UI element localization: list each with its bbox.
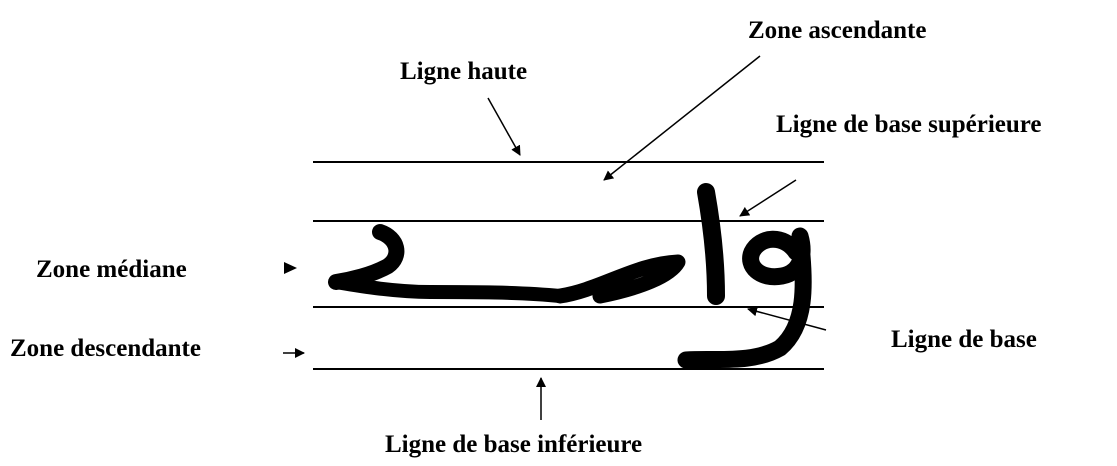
arrow-ligne-haute [487, 97, 521, 156]
stroke-connector [329, 275, 567, 303]
label-zone-ascendante: Zone ascendante [748, 17, 927, 44]
label-zone-mediane: Zone médiane [36, 256, 187, 283]
label-ligne-base-inferieure: Ligne de base inférieure [385, 431, 643, 458]
pointer-zone-mediane [284, 262, 297, 274]
stroke-hah [552, 254, 686, 304]
arrow-ligne-de-base [747, 306, 827, 331]
label-zone-descendante: Zone descendante [10, 335, 201, 362]
label-ligne-haute: Ligne haute [400, 58, 528, 85]
label-ligne-base-superieure: Ligne de base supérieure [776, 111, 1042, 138]
label-ligne-de-base: Ligne de base [891, 326, 1037, 353]
stroke-dal [328, 224, 405, 290]
arrow-zone-ascendante [603, 55, 761, 181]
arrow-ligne-base-superieure [739, 179, 797, 217]
handwritten-word [328, 183, 812, 369]
stroke-alif [697, 183, 725, 305]
stroke-waw [677, 227, 812, 369]
